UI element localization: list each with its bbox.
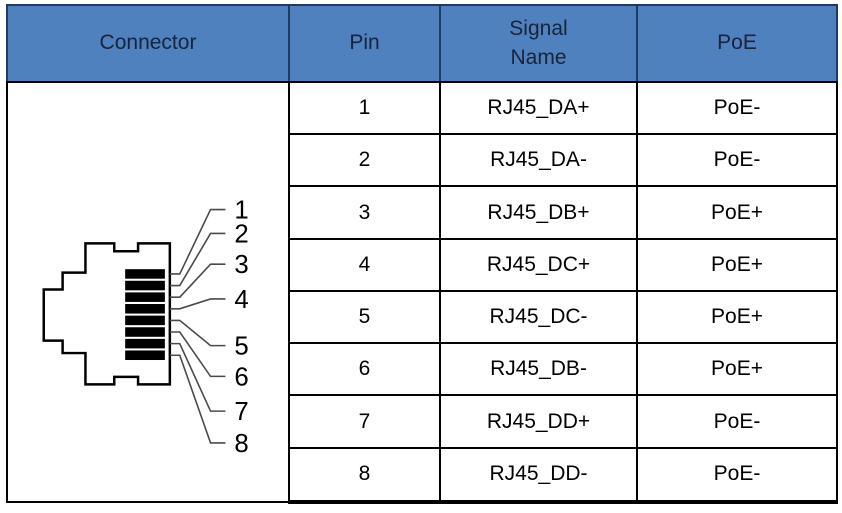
poe-cell: PoE+: [636, 289, 838, 345]
pin-number-3: 3: [234, 251, 248, 279]
leader-line-7: [169, 342, 226, 412]
column-header-pin: Pin: [288, 4, 441, 83]
signal-cell: RJ45_DD-: [439, 446, 638, 505]
poe-cell: PoE+: [636, 237, 838, 292]
column-header-signal-name: Signal Name: [439, 4, 638, 83]
pin-bar-6: [125, 327, 165, 337]
pin-number-7: 7: [234, 398, 248, 426]
leader-line-2: [169, 232, 226, 287]
pin-number-4: 4: [234, 286, 248, 314]
poe-cell: PoE-: [636, 133, 838, 188]
pin-number-5: 5: [234, 333, 248, 361]
pin-cell: 5: [288, 289, 441, 345]
pin-cell: 3: [288, 185, 441, 240]
rj45-pinout-table: Connector Pin Signal Name PoE: [6, 4, 838, 505]
table-row: 5 RJ45_DC- PoE+: [7, 289, 838, 345]
leader-line-1: [169, 208, 226, 275]
column-header-poe: PoE: [636, 4, 838, 83]
table-row: 7 RJ45_DD+ PoE-: [7, 394, 838, 449]
column-header-signal-name-label: Signal Name: [509, 17, 568, 69]
pin-number-1: 1: [234, 197, 248, 225]
pin-number-labels: 1 2 3 4 5 6 7 8: [234, 197, 248, 458]
leader-line-4: [169, 298, 226, 310]
pin-bar-2: [125, 280, 165, 291]
pin-bar-3: [125, 292, 165, 302]
leader-line-3: [169, 263, 226, 298]
table-row: 4 RJ45_DC+ PoE+: [7, 237, 838, 292]
signal-cell: RJ45_DD+: [439, 394, 638, 449]
signal-cell: RJ45_DB+: [439, 185, 638, 240]
column-header-connector-label: Connector: [99, 31, 197, 55]
pin-bar-5: [125, 315, 165, 326]
table-row: 1 2 3 4 5 6 7 8 1 RJ45_DA+ PoE-: [6, 80, 838, 503]
pin-number-2: 2: [234, 220, 248, 248]
table-row: 6 RJ45_DB- PoE+: [7, 342, 838, 397]
table-row: 2 RJ45_DA- PoE-: [7, 133, 838, 188]
pin-number-8: 8: [234, 430, 248, 458]
pin-bar-8: [125, 350, 165, 361]
signal-cell: RJ45_DB-: [439, 342, 638, 397]
rj45-pin-contacts: [125, 269, 165, 361]
column-header-poe-label: PoE: [717, 31, 757, 55]
poe-cell: PoE-: [636, 80, 838, 136]
pin-cell: 2: [288, 133, 441, 188]
pin-leader-lines: [169, 208, 226, 444]
pin-cell: 8: [288, 446, 441, 505]
table-row: 8 RJ45_DD- PoE-: [7, 446, 838, 505]
pin-bar-7: [125, 338, 165, 349]
poe-cell: PoE-: [636, 394, 838, 449]
column-header-pin-label: Pin: [349, 31, 380, 55]
signal-cell: RJ45_DC-: [439, 289, 638, 345]
rj45-jack-outline: [42, 242, 172, 386]
pin-bar-1: [125, 269, 165, 279]
poe-cell: PoE+: [636, 342, 838, 397]
table-row: 3 RJ45_DB+ PoE+: [7, 185, 838, 240]
leader-line-8: [169, 354, 226, 444]
signal-cell: RJ45_DA+: [439, 80, 638, 136]
column-header-connector: Connector: [6, 4, 290, 83]
leader-line-6: [169, 331, 226, 378]
poe-cell: PoE+: [636, 185, 838, 240]
leader-line-5: [169, 319, 226, 347]
poe-cell: PoE-: [636, 446, 838, 505]
pin-cell: 7: [288, 394, 441, 449]
pin-bar-4: [125, 304, 165, 314]
signal-cell: RJ45_DC+: [439, 237, 638, 292]
pin-cell: 4: [288, 237, 441, 292]
rj45-connector-diagram: 1 2 3 4 5 6 7 8: [42, 197, 249, 458]
signal-cell: RJ45_DA-: [439, 133, 638, 188]
pin-number-6: 6: [234, 363, 248, 391]
connector-diagram-cell: 1 2 3 4 5 6 7 8: [6, 81, 290, 503]
header-row: Connector Pin Signal Name PoE: [6, 4, 838, 83]
pin-cell: 1: [288, 80, 441, 136]
pin-cell: 6: [288, 342, 441, 397]
